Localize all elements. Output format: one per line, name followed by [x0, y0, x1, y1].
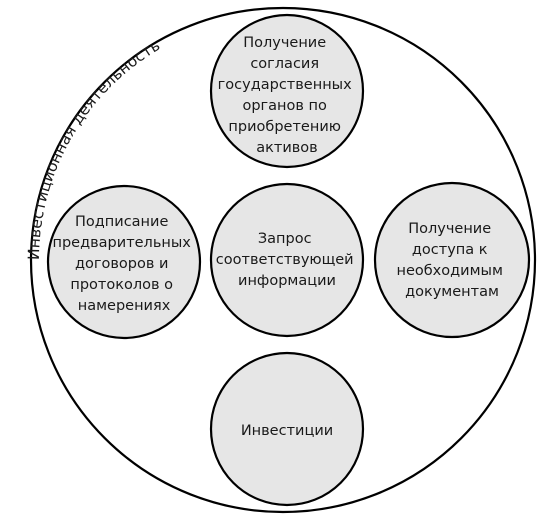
node-center-line: Запрос — [258, 231, 312, 247]
node-top-line: органов по — [242, 98, 327, 114]
node-top-label: Получение согласия государственных орган… — [218, 35, 357, 156]
node-bottom-circle — [209, 351, 365, 507]
node-top-line: приобретению — [228, 119, 341, 135]
node-right-line: документам — [405, 284, 499, 300]
node-bottom: Инвестиции — [209, 351, 365, 507]
node-left-line: Подписание — [75, 214, 168, 230]
node-top: Получение согласия государственных орган… — [209, 13, 365, 169]
node-top-line: Получение — [243, 35, 326, 51]
node-left-label: Подписание предварительных договоров и п… — [53, 214, 196, 314]
node-center-line: информации — [238, 273, 336, 289]
node-bottom-line: Инвестиции — [241, 423, 333, 439]
node-bottom-label: Инвестиции — [241, 423, 333, 439]
node-center-label: Запрос соответствующей информации — [216, 231, 358, 289]
node-right-line: необходимым — [396, 263, 502, 279]
node-top-circle — [209, 13, 365, 169]
node-right: Получение доступа к необходимым документ… — [373, 181, 531, 339]
node-left-circle — [46, 184, 202, 340]
node-center: Запрос соответствующей информации — [209, 182, 365, 338]
node-right-line: доступа к — [412, 242, 488, 258]
node-top-line: активов — [256, 140, 317, 156]
node-right-circle — [373, 181, 531, 339]
node-left-line: предварительных — [53, 235, 192, 251]
node-center-line: соответствующей — [216, 252, 354, 268]
node-top-line: государственных — [218, 77, 352, 93]
node-right-line: Получение — [408, 221, 491, 237]
node-left-line: намерениях — [78, 298, 171, 314]
node-left-line: протоколов о — [70, 277, 173, 293]
node-top-line: согласия — [250, 56, 319, 72]
node-right-label: Получение доступа к необходимым документ… — [396, 221, 507, 300]
node-left-line: договоров и — [75, 256, 168, 272]
node-center-circle — [209, 182, 365, 338]
node-left: Подписание предварительных договоров и п… — [46, 184, 202, 340]
